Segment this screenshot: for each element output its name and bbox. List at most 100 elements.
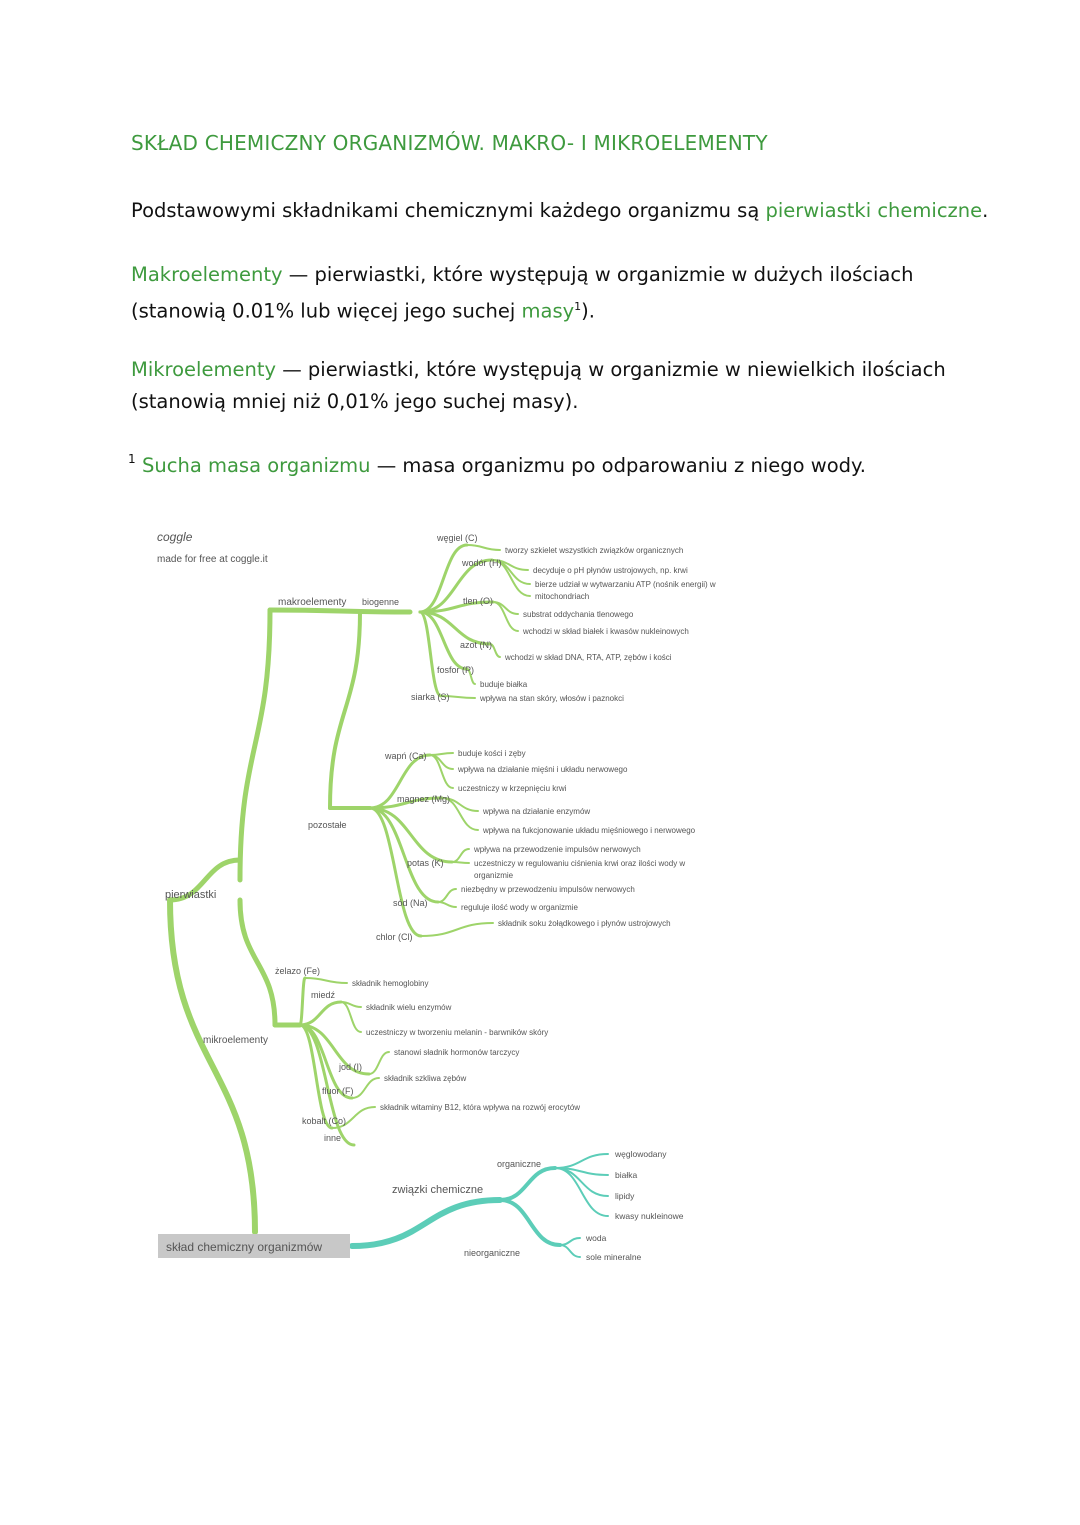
note-line xyxy=(340,1001,362,1033)
note-line xyxy=(491,559,531,597)
intro-highlight: pierwiastki chemiczne xyxy=(765,199,983,222)
label-makroelementy: makroelementy xyxy=(278,597,346,608)
note-line xyxy=(351,1077,380,1099)
branch-0 xyxy=(418,543,469,614)
branch-3 xyxy=(418,610,492,646)
coggle-logo: coggle xyxy=(157,530,193,544)
organic-line xyxy=(554,1153,609,1169)
footnote-text: — masa organizmu po odparowaniu z niego … xyxy=(370,454,866,477)
element-note: stanowi sładnik hormonów tarczycy xyxy=(394,1048,519,1057)
mikro-line2: (stanowią mniej niż 0,01% jego suchej ma… xyxy=(131,390,579,413)
branch-pozostale-4 xyxy=(368,806,423,938)
branch-makro-pozostale xyxy=(167,857,243,903)
branch-nieorganiczne xyxy=(498,1198,562,1247)
branch-1 xyxy=(418,558,494,614)
branch-biogenne xyxy=(267,607,413,615)
branch-mikroelementy xyxy=(237,897,278,1028)
element-note: składnik witaminy B12, która wpływa na r… xyxy=(380,1103,580,1112)
inorganic-compound: sole mineralne xyxy=(586,1252,642,1262)
mikro-definition: Mikroelementy — pierwiastki, które wystę… xyxy=(131,354,946,418)
footnote-term: Sucha masa organizmu xyxy=(142,454,371,477)
element-note: składnik soku żołądkowego i płynów ustro… xyxy=(498,919,671,928)
element-note: składnik szkliwa zębów xyxy=(384,1074,466,1083)
trunk-pierwiastki xyxy=(167,897,258,1235)
element-node: fluor (F) xyxy=(322,1086,354,1096)
element-node: chlor (Cl) xyxy=(376,932,413,942)
element-note: mitochondriach xyxy=(535,592,589,601)
element-note: decyduje o pH płynów ustrojowych, np. kr… xyxy=(533,566,688,575)
note-line xyxy=(437,888,457,903)
makro-line2-end: ). xyxy=(581,299,595,323)
label-biogenne: biogenne xyxy=(362,597,399,607)
footnote-number: 1 xyxy=(128,452,136,466)
element-node: tlen (O) xyxy=(463,596,493,606)
organic-compound: białka xyxy=(615,1170,637,1180)
element-note: wchodzi w skład DNA, RTA, ATP, zębów i k… xyxy=(504,653,672,662)
branch-mikro-2 xyxy=(298,1023,371,1076)
label-pozostale: pozostałe xyxy=(308,820,347,830)
note-line xyxy=(489,643,501,658)
makro-definition: Makroelementy — pierwiastki, które wystę… xyxy=(131,259,913,328)
element-note: niezbędny w przewodzeniu impulsów nerwow… xyxy=(461,885,635,894)
branch-mikro-4 xyxy=(298,1023,334,1130)
element-node: wapń (Ca) xyxy=(384,751,427,761)
inorganic-line xyxy=(559,1244,581,1258)
branch-mikro-1 xyxy=(298,1000,343,1027)
element-note: składnik hemoglobiny xyxy=(352,979,429,988)
note-line xyxy=(368,1051,390,1075)
element-note: buduje kości i zęby xyxy=(458,749,526,758)
note-line xyxy=(437,901,457,908)
label-mikroelementy: mikroelementy xyxy=(203,1035,268,1046)
note-line xyxy=(420,922,494,937)
label-nieorganiczne: nieorganiczne xyxy=(464,1248,520,1258)
organic-compound: kwasy nukleinowe xyxy=(615,1211,684,1221)
label-pierwiastki: pierwiastki xyxy=(165,889,216,901)
element-node: wodór (H) xyxy=(461,558,502,568)
note-line xyxy=(451,861,470,864)
branch-zwiazki xyxy=(349,1197,503,1249)
note-line xyxy=(331,1106,376,1129)
element-node: kobalt (Co) xyxy=(302,1116,346,1126)
element-note: wpływa na przewodzenie impulsów nerwowyc… xyxy=(473,845,641,854)
element-note: składnik wielu enzymów xyxy=(366,1003,452,1012)
note-line xyxy=(441,797,479,831)
element-node: sód (Na) xyxy=(393,898,428,908)
makro-line2: (stanowią 0.01% lub więcej jego suchej xyxy=(131,299,522,323)
branch-pozostale-2 xyxy=(368,806,454,864)
note-line xyxy=(466,668,476,685)
branch-pozostale-0 xyxy=(368,753,432,810)
element-note: uczestniczy w krzepnięciu krwi xyxy=(458,784,567,793)
element-node: węgiel (C) xyxy=(436,533,478,543)
element-node: magnez (Mg) xyxy=(397,794,450,804)
footnote: Sucha masa organizmu — masa organizmu po… xyxy=(142,450,866,482)
intro-end: . xyxy=(982,199,989,222)
element-note: organizmie xyxy=(474,871,514,880)
element-note: uczestniczy w tworzeniu melanin - barwni… xyxy=(366,1028,548,1037)
makro-line1: — pierwiastki, które występują w organiz… xyxy=(282,263,914,286)
element-node: fosfor (P) xyxy=(437,665,474,675)
organic-compound: lipidy xyxy=(615,1191,635,1201)
note-line xyxy=(492,601,519,632)
element-node: inne xyxy=(324,1133,341,1143)
element-note: wpływa na stan skóry, włosów i paznokci xyxy=(479,694,624,703)
organic-line xyxy=(554,1167,609,1217)
element-note: reguluje ilość wody w organizmie xyxy=(461,903,578,912)
root-node xyxy=(158,1234,350,1258)
branch-mikro-5 xyxy=(298,1023,356,1147)
element-node: azot (N) xyxy=(460,640,492,650)
element-node: siarka (S) xyxy=(411,692,450,702)
intro-paragraph: Podstawowymi składnikami chemicznymi każ… xyxy=(131,195,988,227)
element-note: buduje białka xyxy=(480,680,528,689)
intro-text: Podstawowymi składnikami chemicznymi każ… xyxy=(131,199,766,222)
inorganic-line xyxy=(559,1237,581,1246)
element-node: potas (K) xyxy=(407,858,444,868)
branch-makroelementy xyxy=(237,607,273,883)
element-note: wchodzi w skład białek i kwasów nukleino… xyxy=(522,627,689,636)
element-note: tworzy szkielet wszystkich związków orga… xyxy=(505,546,683,555)
root-label: skład chemiczny organizmów xyxy=(166,1240,322,1254)
element-note: wpływa na działanie enzymów xyxy=(482,807,590,816)
makro-mass: masy xyxy=(521,299,575,323)
element-node: miedź xyxy=(311,990,336,1000)
organic-compound: węglowodany xyxy=(614,1149,667,1159)
